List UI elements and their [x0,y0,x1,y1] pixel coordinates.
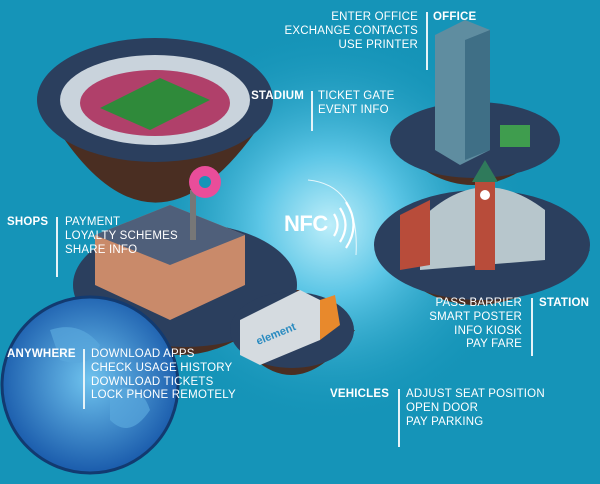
office-item: USE PRINTER [338,38,418,51]
anywhere-title: ANYWHERE [7,348,76,360]
stadium-item: EVENT INFO [318,103,389,116]
nfc-label: NFC [284,211,328,236]
stadium-divider [311,91,313,131]
anywhere-divider [83,349,85,409]
vehicles-items: ADJUST SEAT POSITION OPEN DOOR PAY PARKI… [406,388,545,429]
station-item: INFO KIOSK [454,324,522,337]
office-divider [426,12,428,70]
vehicles-title: VEHICLES [330,388,390,400]
station-island [374,160,590,305]
globe-icon [0,295,180,475]
shops-item: LOYALTY SCHEMES [65,229,178,242]
stadium-item: TICKET GATE [318,90,395,102]
office-title: OFFICE [433,11,477,23]
shops-title: SHOPS [7,216,49,228]
station-item: PASS BARRIER [435,297,522,309]
office-island [390,20,560,185]
shops-divider [56,217,58,277]
vehicles-item: ADJUST SEAT POSITION [406,388,545,400]
stadium-items: TICKET GATE EVENT INFO [318,90,395,118]
station-title: STATION [539,297,590,309]
anywhere-item: CHECK USAGE HISTORY [91,361,233,374]
station-items: PASS BARRIER SMART POSTER INFO KIOSK PAY… [429,297,522,352]
anywhere-item: DOWNLOAD TICKETS [91,375,214,388]
office-items: ENTER OFFICE EXCHANGE CONTACTS USE PRINT… [284,11,418,52]
anywhere-item: DOWNLOAD APPS [91,348,195,360]
office-item: ENTER OFFICE [331,11,418,23]
station-divider [531,298,533,356]
vehicles-island: element [230,290,355,375]
shops-item: PAYMENT [65,216,121,228]
nfc-waves-icon [307,179,357,256]
shops-item: SHARE INFO [65,243,138,256]
station-item: PAY FARE [466,338,522,351]
stadium-title: STADIUM [251,90,304,102]
office-item: EXCHANGE CONTACTS [284,24,418,37]
anywhere-items: DOWNLOAD APPS CHECK USAGE HISTORY DOWNLO… [91,348,236,403]
station-item: SMART POSTER [429,310,522,323]
vehicles-divider [398,389,400,447]
vehicles-item: PAY PARKING [406,415,484,428]
vehicles-item: OPEN DOOR [406,401,479,414]
anywhere-item: LOCK PHONE REMOTELY [91,389,236,402]
shops-items: PAYMENT LOYALTY SCHEMES SHARE INFO [65,216,178,257]
